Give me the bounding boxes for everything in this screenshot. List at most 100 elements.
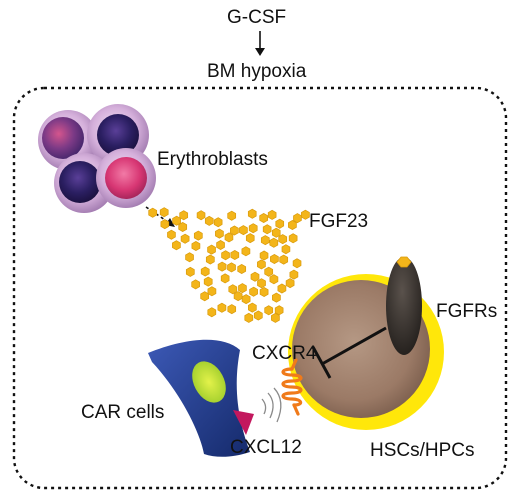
fgf23-particle	[250, 271, 260, 282]
fgf23-particle	[167, 229, 176, 240]
cxcl12-ligand	[233, 410, 254, 435]
fgf23-particle	[228, 284, 238, 295]
fgf23-particle	[241, 246, 251, 257]
fgf23-label: FGF23	[309, 211, 369, 232]
fgf23-particle	[269, 237, 279, 248]
fgf23-particle	[271, 312, 280, 323]
fgf23-particle	[248, 302, 257, 313]
fgf23-particle	[301, 209, 310, 220]
fgf23-bound-particle	[396, 256, 412, 268]
gcsf-label: G-CSF	[227, 7, 287, 28]
fgf23-particle	[196, 210, 206, 221]
fgf23-particle	[193, 230, 203, 241]
fgf23-particle	[264, 266, 274, 277]
fgf23-particle	[260, 235, 270, 246]
fgf23-particle	[227, 210, 237, 221]
fgf23-particle	[247, 208, 257, 219]
fgf23-particle	[269, 274, 279, 285]
fgf23-particle	[191, 240, 201, 252]
fgf23-particle	[272, 292, 281, 303]
fgf23-particle	[178, 221, 188, 233]
fgf23-particle	[239, 225, 248, 236]
fgf23-particle	[180, 233, 190, 244]
fgf23-particle	[233, 291, 243, 302]
fgf23-particle	[230, 225, 239, 236]
fgf23-particle	[230, 249, 240, 261]
fgf23-particle	[172, 240, 181, 251]
fgf23-particle	[288, 219, 297, 231]
fgf23-particle	[241, 294, 251, 305]
fgf23-particle	[281, 244, 291, 255]
cxcr4-receptor	[281, 358, 303, 416]
fgf23-particle	[217, 261, 227, 272]
fgf23-particle	[227, 262, 236, 273]
fgf23-particle	[249, 286, 258, 297]
fgf23-particle	[215, 228, 224, 239]
fgf23-particle	[179, 210, 189, 221]
fgf23-particle	[279, 254, 289, 265]
fgf23-particle	[289, 269, 299, 280]
fgf23-particle	[224, 232, 234, 243]
fgf23-particle	[257, 259, 266, 270]
fgf23-particle	[271, 227, 281, 238]
fgf23-particle	[200, 266, 210, 277]
fgf23-particle	[264, 305, 274, 316]
gcsf-arrow	[255, 31, 265, 56]
fgf23-particle	[148, 207, 158, 218]
fgf23-particle	[213, 217, 223, 228]
car-cell-nucleus	[192, 361, 226, 403]
erythroblast-cluster	[38, 104, 156, 213]
fgf23-particle	[274, 305, 284, 316]
fgf23-particle	[257, 278, 266, 289]
fgf23-particle	[277, 283, 287, 294]
fgf23-particle	[220, 273, 230, 284]
fgf23-particle	[160, 219, 170, 230]
fgf23-particle	[267, 209, 277, 220]
erythroblast-cell	[96, 148, 156, 208]
fgfrs-label: FGFRs	[436, 301, 498, 322]
fgf23-particle	[204, 215, 214, 226]
bm-hypoxia-label: BM hypoxia	[207, 61, 307, 82]
fgf23-particle	[278, 234, 288, 245]
fgf23-particle	[262, 224, 272, 235]
fgf23-particle	[185, 266, 195, 277]
fgf23-particle	[275, 218, 285, 229]
fgf23-particle	[205, 254, 215, 265]
cxcr4-label: CXCR4	[252, 343, 317, 364]
fgf23-particle	[244, 312, 254, 323]
fgf23-particle	[259, 250, 269, 261]
fgf23-particle	[216, 239, 225, 251]
inhibition-symbol	[311, 326, 387, 379]
fgf23-particle	[207, 307, 217, 318]
fgf23-particle	[238, 283, 247, 294]
fgf23-particle	[217, 302, 227, 313]
fgf23-particle	[285, 278, 295, 289]
fgf23-particle	[221, 250, 230, 261]
fgf23-particle	[292, 258, 302, 269]
fgf23-particle	[253, 310, 263, 321]
fgf23-particle	[270, 253, 279, 265]
fgf23-particle	[207, 286, 217, 297]
fgf23-particle-cloud	[148, 207, 310, 323]
car-cell	[148, 339, 254, 457]
fgf23-particle	[259, 286, 269, 298]
fgf23-particle	[227, 304, 237, 315]
cxcl12-label: CXCL12	[230, 437, 302, 458]
fgf23-particle	[203, 276, 213, 287]
fgf23-particle	[200, 291, 210, 302]
fgf23-particle	[191, 279, 200, 290]
fgf23-particle	[185, 252, 194, 263]
fgf23-particle	[237, 263, 247, 275]
car-cells-label: CAR cells	[81, 402, 165, 423]
cxcl12-signal-waves	[261, 387, 282, 423]
fgf23-particle	[159, 207, 169, 218]
fgf23-particle	[207, 244, 216, 255]
fgf23-particle	[288, 233, 298, 244]
fgf23-particle	[259, 212, 269, 224]
erythroblasts-label: Erythroblasts	[157, 149, 268, 170]
fgf23-particle	[248, 223, 258, 234]
fgfr-receptor	[386, 256, 422, 355]
fgf23-particle	[245, 233, 255, 244]
hscs-hpcs-label: HSCs/HPCs	[370, 440, 475, 461]
